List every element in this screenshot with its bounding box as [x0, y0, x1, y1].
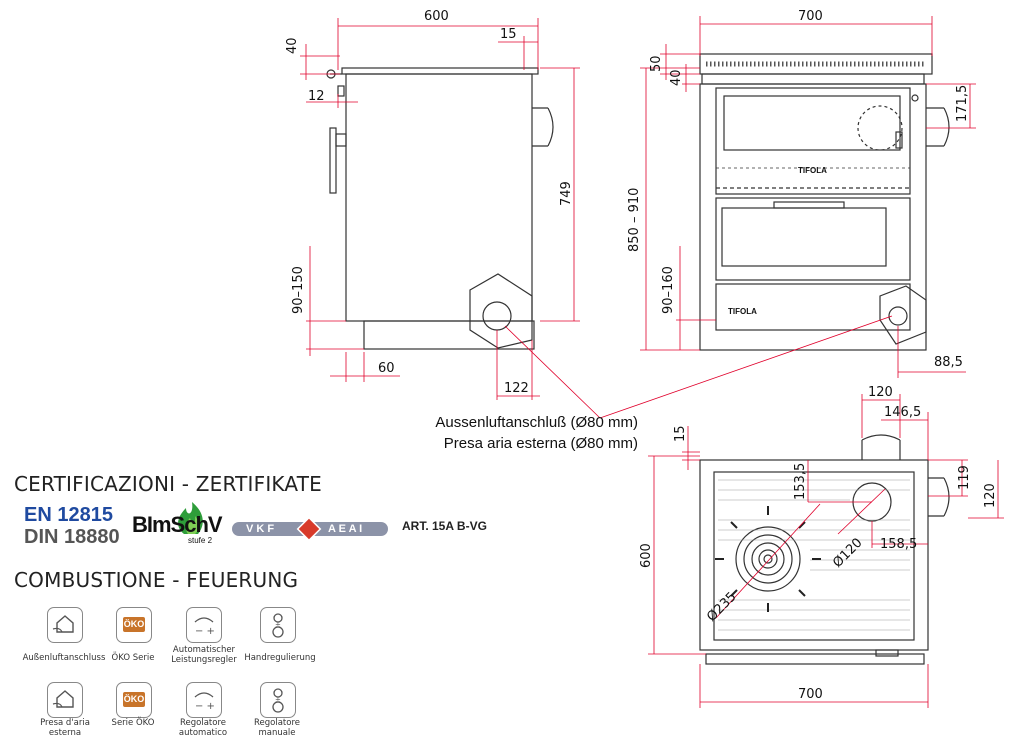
auto-regulator-icon: − + [186, 682, 222, 718]
dim-front-171: 171,5 [955, 85, 970, 122]
oko-badge: ÖKO [123, 617, 145, 632]
vkf-diamond-icon [296, 518, 322, 540]
svg-text:− +: − + [195, 626, 215, 637]
dim-top-700: 700 [798, 687, 823, 702]
label-outside-air-it: Presa d'aria esterna [40, 718, 90, 738]
outside-air-icon [47, 682, 83, 718]
din-18880-label: DIN 18880 [24, 526, 120, 548]
burner-spokes [715, 506, 821, 612]
dim-side-60: 60 [378, 361, 395, 376]
dim-side-600: 600 [424, 9, 449, 24]
dim-side-15: 15 [500, 27, 517, 42]
art-15a-label: ART. 15A B-VG [402, 519, 487, 533]
dim-side-40: 40 [285, 37, 300, 54]
manual-regulator-icon: ± [260, 607, 296, 643]
certifications-heading: CERTIFICAZIONI - ZERTIFIKATE [14, 472, 322, 496]
dim-front-700: 700 [798, 9, 823, 24]
svg-text:− +: − + [195, 701, 215, 712]
dim-side-12: 12 [308, 89, 325, 104]
dim-top-153: 153,5 [793, 463, 808, 500]
front-brand-plate: TIFOLA [798, 166, 827, 175]
oko-badge-icon: ÖKO [116, 682, 152, 718]
top-view [699, 434, 950, 665]
dim-top-15: 15 [673, 425, 688, 442]
dim-front-foot: 90–160 [661, 266, 676, 314]
label-auto-regulator-de: Automatischer Leistungsregler [171, 645, 237, 665]
air-inlet-callout: Aussenluftanschluß (Ø80 mm) Presa aria e… [380, 412, 638, 454]
bimschv-logo: BImSchV stufe 2 [132, 498, 228, 546]
dim-top-146: 146,5 [884, 405, 921, 420]
dim-front-50: 50 [649, 55, 664, 72]
vkf-text: V K F [246, 523, 275, 535]
dim-side-foot: 90–150 [291, 266, 306, 314]
dim-side-122: 122 [504, 381, 529, 396]
auto-regulator-icon: − + [186, 607, 222, 643]
side-dimensions [300, 18, 580, 400]
front-brand-plate-lower: TIFOLA [728, 307, 757, 316]
dim-top-120: 120 [868, 385, 893, 400]
dim-front-40: 40 [669, 69, 684, 86]
dim-top-600: 600 [639, 543, 654, 568]
front-dimensions [640, 16, 976, 378]
manual-regulator-icon: ± [260, 682, 296, 718]
svg-text:±: ± [275, 696, 281, 704]
label-oko-it: Serie ÖKO [111, 718, 155, 728]
combustion-heading: COMBUSTIONE - FEUERUNG [14, 568, 299, 592]
callout-line-it: Presa aria esterna (Ø80 mm) [443, 435, 638, 452]
dim-side-749: 749 [559, 181, 574, 206]
dim-top-hole-diameter: Ø120 [830, 535, 865, 570]
label-outside-air-de: Außenluftanschluss [22, 653, 106, 663]
top-dimensions [648, 394, 1004, 708]
outside-air-icon [47, 607, 83, 643]
top-grate-lines [718, 479, 910, 631]
vkf-aeai-logo: V K F A E A I [232, 518, 388, 540]
bimschv-subtext: stufe 2 [188, 536, 213, 545]
callout-leaders [504, 315, 893, 419]
dim-front-range: 850 – 910 [627, 188, 642, 252]
callout-line-de: Aussenluftanschluß (Ø80 mm) [435, 414, 638, 431]
dim-top-120-right: 120 [983, 483, 998, 508]
dim-top-119: 119 [957, 465, 972, 490]
en-12815-label: EN 12815 [24, 504, 113, 526]
aeai-text: A E A I [328, 523, 363, 535]
label-manual-regulator-it: Regolatore manuale [254, 718, 300, 738]
side-view [326, 67, 554, 350]
front-view [699, 53, 950, 351]
dim-top-ring-diameter: Ø235 [704, 589, 739, 624]
oko-badge: ÖKO [123, 692, 145, 707]
label-auto-regulator-it: Regolatore automatico [178, 718, 228, 738]
svg-text:±: ± [275, 621, 281, 629]
dim-top-158: 158,5 [880, 537, 917, 552]
label-manual-regulator-de: Handregulierung [244, 653, 316, 663]
flame-icon [178, 502, 203, 534]
label-oko-de: ÖKO Serie [111, 653, 155, 663]
bimschv-text: BImSchV [132, 512, 223, 537]
dim-front-88: 88,5 [934, 355, 963, 370]
oko-badge-icon: ÖKO [116, 607, 152, 643]
